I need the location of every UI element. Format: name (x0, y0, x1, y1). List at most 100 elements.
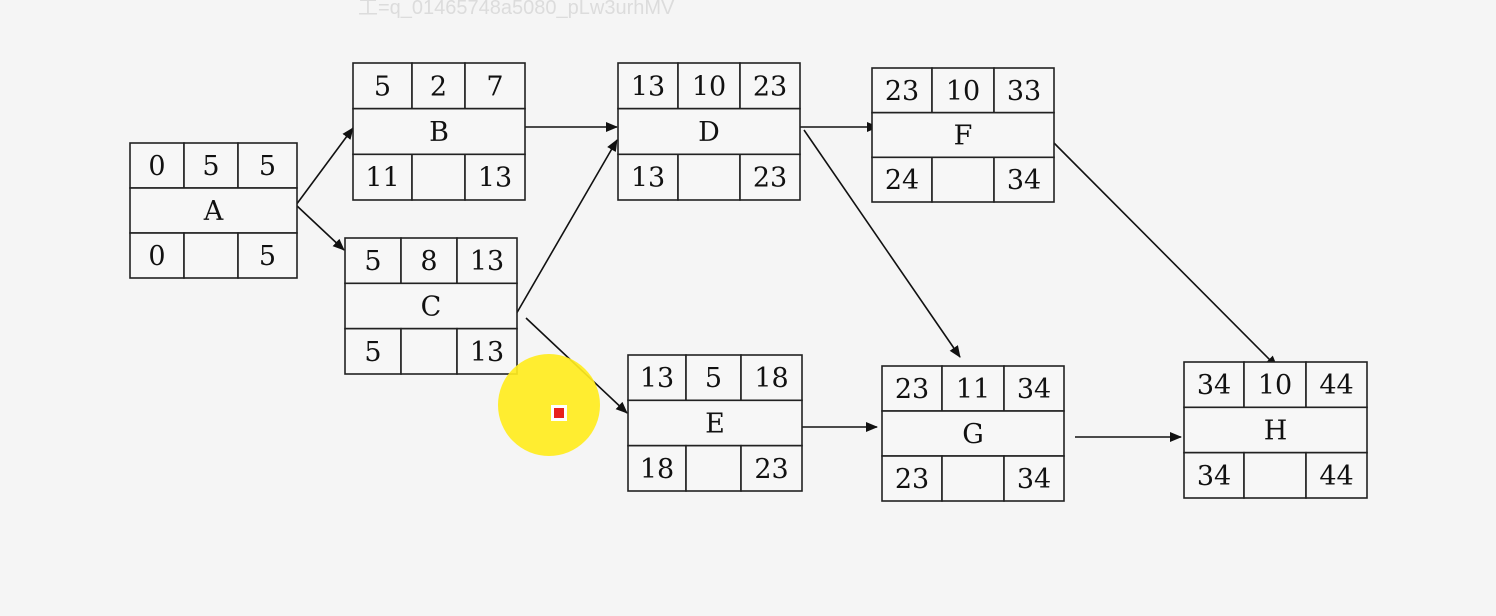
node-f-bottom-value: 34 (1007, 165, 1041, 196)
node-d-top-value: 13 (631, 71, 665, 102)
edge-a-c (295, 204, 345, 251)
edge-f-h (1053, 142, 1278, 368)
node-g-top-value: 11 (956, 374, 990, 405)
node-g-label-cell (881, 410, 1065, 457)
node-b-bottom-cell (352, 153, 413, 201)
node-b-bottom-cell (464, 153, 526, 201)
node-e-label-cell (627, 399, 803, 447)
edge-c-d (514, 139, 618, 317)
node-a-top-value: 5 (202, 151, 219, 182)
node-g-bottom-cell (1003, 455, 1065, 502)
node-f-top-value: 10 (946, 76, 980, 107)
node-g-top-value: 23 (895, 374, 929, 405)
node-f-bottom-cell (931, 156, 995, 203)
node-c-label: C (421, 292, 442, 323)
node-b-top-cell (411, 62, 466, 110)
node-f-label: F (954, 121, 973, 152)
node-c-top-value: 8 (420, 246, 437, 277)
node-a-bottom-value: 5 (259, 241, 276, 272)
node-b-top-value: 5 (374, 71, 391, 102)
node-g-top-cell (881, 365, 943, 412)
node-f-top-value: 33 (1007, 76, 1041, 107)
node-g-label: G (962, 419, 984, 450)
node-f-label-cell (871, 111, 1055, 159)
node-b-bottom-value: 13 (478, 163, 512, 194)
node-g-bottom-value: 34 (1017, 464, 1051, 495)
node-h-top-value: 44 (1319, 370, 1353, 401)
node-h-bottom-value: 44 (1319, 461, 1353, 492)
node-h-bottom-cell (1183, 451, 1245, 499)
node-a-bottom-cell (237, 232, 298, 279)
node-a-bottom-value: 0 (148, 241, 165, 272)
node-g-top-cell (1003, 365, 1065, 412)
node-b-top-cell (352, 62, 413, 110)
node-c-top-cell (456, 237, 518, 285)
watermark-text: 工=q_01465748a5080_pLw3urhMV (358, 0, 675, 19)
node-d-bottom-value: 13 (631, 163, 665, 194)
node-e-bottom-value: 23 (754, 454, 788, 485)
node-h-top-cell (1305, 361, 1368, 409)
node-d-bottom-cell (739, 153, 801, 201)
node-c-label-cell (344, 282, 518, 330)
edge-a-b (295, 127, 354, 206)
node-f-top-value: 23 (885, 76, 919, 107)
node-f-bottom-cell (993, 156, 1055, 203)
node-b-top-value: 7 (486, 71, 503, 102)
node-a-label: A (203, 196, 224, 227)
node-a-top-value: 0 (148, 151, 165, 182)
node-c-top-cell (344, 237, 402, 285)
node-d-bottom-value: 23 (753, 163, 787, 194)
node-a-top-cell (129, 142, 185, 189)
node-h-label: H (1264, 416, 1288, 447)
node-b-label: B (429, 117, 449, 148)
node-d-bottom-cell (617, 153, 679, 201)
node-g-top-value: 34 (1017, 374, 1051, 405)
node-h-top-value: 10 (1258, 370, 1292, 401)
node-h-bottom-cell (1243, 451, 1307, 499)
node-d-top-cell (617, 62, 679, 110)
node-b-bottom-value: 11 (365, 163, 399, 194)
node-f-bottom-value: 24 (885, 165, 919, 196)
node-a-bottom-cell (183, 232, 239, 279)
node-g-bottom-value: 23 (895, 464, 929, 495)
node-g-bottom-cell (881, 455, 943, 502)
node-d-label-cell (617, 107, 801, 156)
node-c-top-value: 5 (364, 246, 381, 277)
node-a-top-value: 5 (259, 151, 276, 182)
node-c-bottom-value: 13 (470, 337, 504, 368)
node-h-top-cell (1183, 361, 1245, 409)
node-c-top-value: 13 (470, 246, 504, 277)
node-e-bottom-cell (627, 444, 687, 492)
node-b-top-value: 2 (430, 71, 447, 102)
node-e-label: E (705, 409, 725, 440)
node-e-bottom-cell (685, 444, 742, 492)
cursor-highlight (498, 354, 600, 456)
node-d-top-value: 23 (753, 71, 787, 102)
node-b-label-cell (352, 107, 526, 156)
node-h-label-cell (1183, 406, 1368, 454)
node-f: 23 10 33F 24 34 (871, 67, 1055, 203)
node-c-top-cell (400, 237, 458, 285)
node-d-label: D (698, 117, 720, 148)
node-g-bottom-cell (941, 455, 1005, 502)
node-c-bottom-cell (456, 327, 518, 375)
node-f-bottom-cell (871, 156, 933, 203)
node-h-bottom-value: 34 (1197, 461, 1231, 492)
node-c-bottom-cell (400, 327, 458, 375)
node-c-bottom-value: 5 (364, 337, 381, 368)
edge-d-g (803, 129, 961, 358)
node-c-bottom-cell (344, 327, 402, 375)
node-e-top-value: 5 (705, 363, 722, 394)
node-d-top-value: 10 (692, 71, 726, 102)
node-h-bottom-cell (1305, 451, 1368, 499)
node-e-bottom-cell (740, 444, 803, 492)
node-h-top-value: 34 (1197, 370, 1231, 401)
node-e-top-value: 13 (640, 363, 674, 394)
